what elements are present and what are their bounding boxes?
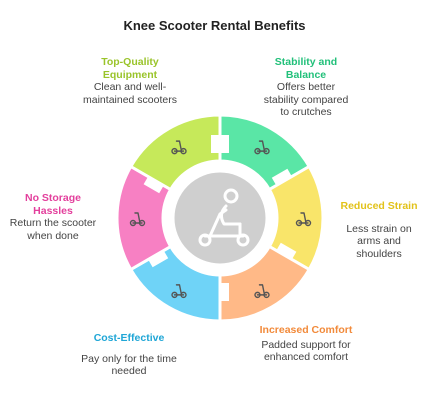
title-stability: Stability and Balance — [274, 56, 338, 81]
nurse-icon — [254, 284, 270, 299]
label-cost-effective: Cost-Effective Pay only for the time nee… — [74, 332, 184, 378]
desc-top-quality: Clean and well-maintained scooters — [83, 81, 177, 106]
label-top-quality: Top-Quality Equipment Clean and well-mai… — [82, 56, 178, 106]
title-cost-effective: Cost-Effective — [93, 332, 165, 344]
title-reduced-strain: Reduced Strain — [340, 200, 418, 212]
title-top-quality: Top-Quality Equipment — [101, 56, 159, 81]
desc-reduced-strain: Less strain on arms and shoulders — [346, 222, 412, 260]
title-no-storage: No Storage Hassles — [24, 192, 81, 217]
label-increased-comfort: Increased Comfort Padded support for enh… — [258, 324, 354, 364]
desc-stability: Offers better stability compared to crut… — [263, 81, 349, 118]
payment-person-icon — [171, 284, 187, 299]
segment-top-quality — [128, 113, 222, 192]
center-circle — [171, 169, 269, 267]
scooter-gears-icon — [171, 140, 187, 155]
label-no-storage: No Storage Hassles Return the scooter wh… — [8, 192, 98, 242]
desc-increased-comfort: Padded support for enhanced comfort — [261, 338, 351, 364]
scooter-icon — [129, 212, 146, 227]
desc-cost-effective: Pay only for the time needed — [81, 352, 177, 378]
knee-scooter-wheel-icon — [254, 140, 270, 155]
person-on-knee-scooter-icon — [198, 188, 250, 247]
desc-no-storage: Return the scooter when done — [9, 217, 97, 242]
label-stability: Stability and Balance Offers better stab… — [258, 56, 354, 119]
label-reduced-strain: Reduced Strain Less strain on arms and s… — [334, 200, 424, 260]
title-increased-comfort: Increased Comfort — [259, 324, 353, 336]
scooter-handle-icon — [295, 212, 312, 227]
segment-divider — [211, 135, 229, 153]
page-title: Knee Scooter Rental Benefits — [123, 18, 306, 33]
